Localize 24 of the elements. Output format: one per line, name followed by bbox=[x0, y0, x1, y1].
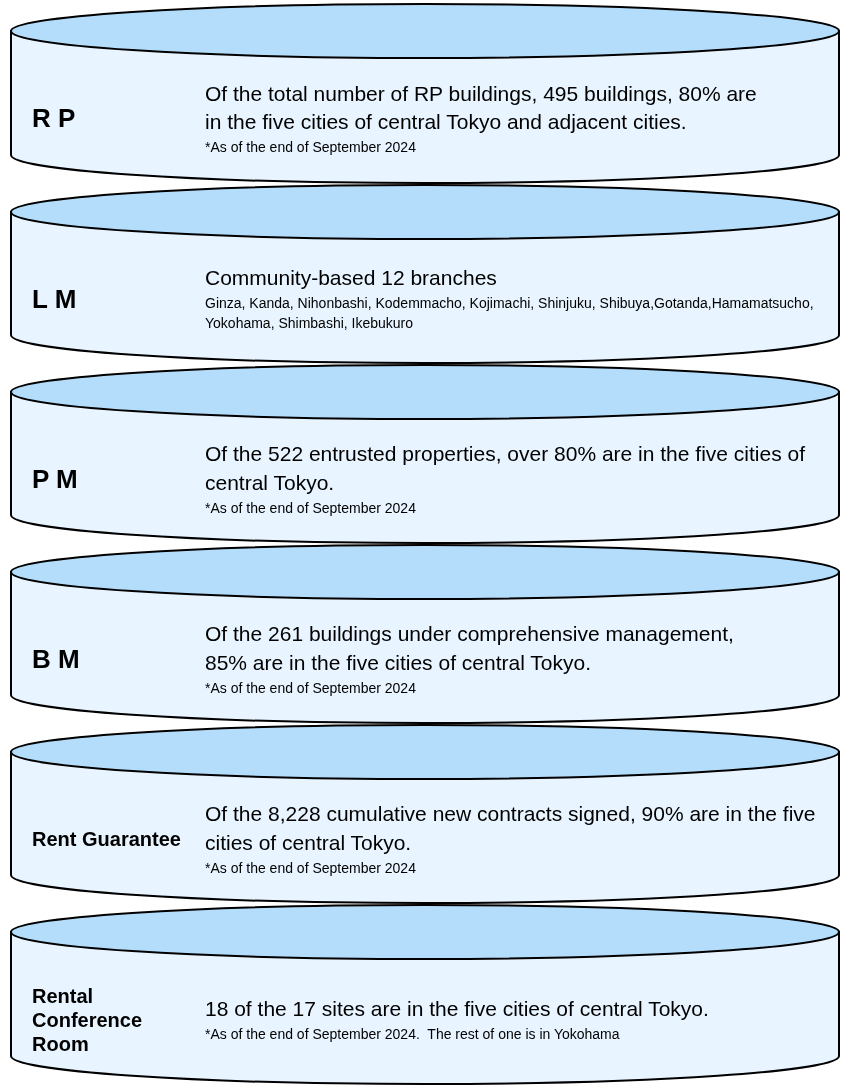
segment-description: Of the total number of RP buildings, 495 buildings, 80% are in the five cities of central Tokyo and adjacent cities. bbox=[205, 80, 758, 136]
footnote: *As of the end of September 2024 bbox=[205, 858, 417, 878]
footnote: *As of the end of September 2024 bbox=[205, 138, 417, 158]
footnote: *As of the end of September 2024 bbox=[205, 678, 417, 698]
segment-description: Of the 8,228 cumulative new contracts signed, 90% are in the five cities of central Tokyo. bbox=[205, 801, 817, 856]
segment-description: Community-based 12 branches bbox=[205, 265, 498, 291]
cylinder-disk bbox=[10, 3, 840, 184]
cylinder-disk bbox=[10, 184, 840, 364]
segment-description: Of the 522 entrusted properties, over 80% are in the five cities of central Tokyo. bbox=[205, 441, 805, 496]
cylinder-disk bbox=[10, 544, 840, 724]
segment-label: L M bbox=[32, 283, 78, 315]
segment-label: B M bbox=[32, 643, 81, 675]
segment-label: P M bbox=[32, 463, 79, 495]
cylinder-disk bbox=[10, 724, 840, 904]
segment-label: Rent Guarantee bbox=[32, 827, 182, 851]
segment-label: Rental Conference Room bbox=[32, 983, 144, 1056]
cylinder-disk bbox=[10, 364, 840, 544]
branch-list: Ginza, Kanda, Nihonbashi, Kodemmacho, Kojimachi, Shinjuku, Shibuya,Gotanda,Hamamatsucho, Yokohama, Shimbashi, Ikebukuro bbox=[205, 292, 825, 334]
cylinder-disk bbox=[10, 904, 840, 1085]
segment-description: Of the 261 buildings under comprehensive management, 85% are in the five cities of central Tokyo. bbox=[205, 621, 735, 676]
segment-description: 18 of the 17 sites are in the five cities of central Tokyo. bbox=[205, 996, 710, 1022]
footnote: *As of the end of September 2024 bbox=[205, 498, 417, 518]
footnote: *As of the end of September 2024. The rest of one is in Yokohama bbox=[205, 1024, 621, 1044]
segment-label: R P bbox=[32, 103, 77, 135]
